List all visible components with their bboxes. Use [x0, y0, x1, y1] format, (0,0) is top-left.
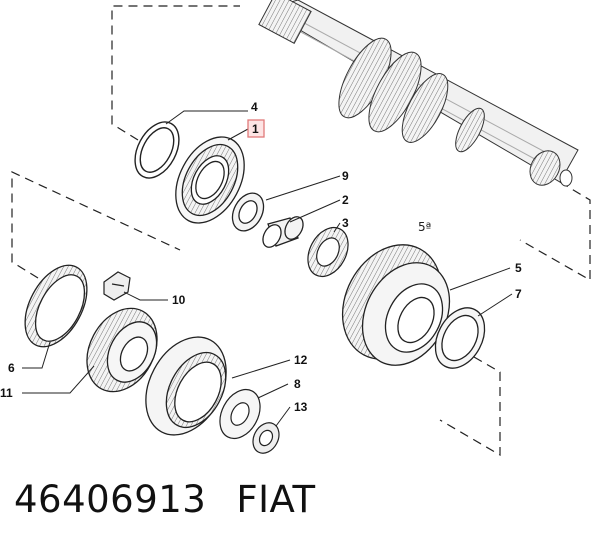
- part-code-footer: 46406913 FIAT: [14, 478, 316, 521]
- fifth-speed-gear: [341, 244, 451, 366]
- needle-bearing: [307, 226, 349, 278]
- ball-bearing: [175, 136, 245, 224]
- callout-5: 5: [515, 261, 522, 275]
- synchro-ring: [24, 264, 88, 348]
- gear-mark: 5ª: [418, 220, 431, 234]
- callout-11: 11: [0, 386, 13, 400]
- synchro-hub: [86, 307, 158, 393]
- lock-plate: [219, 388, 261, 440]
- callout-1: 1: [252, 122, 259, 136]
- callout-10: 10: [172, 293, 186, 307]
- sliding-sleeve: [145, 336, 227, 436]
- callout-12: 12: [294, 353, 308, 367]
- callout-6: 6: [8, 361, 15, 375]
- part-number: 46406913: [14, 478, 207, 521]
- gear-washer: [434, 307, 486, 369]
- callout-2: 2: [342, 193, 349, 207]
- callout-13: 13: [294, 400, 308, 414]
- assembly-frame-upper: [111, 5, 591, 282]
- callout-4: 4: [251, 100, 258, 114]
- synchro-key: [103, 271, 131, 301]
- bushing: [262, 216, 304, 248]
- shaft-nut: [252, 422, 280, 454]
- brand-name: FIAT: [236, 478, 316, 521]
- snap-ring: [134, 121, 180, 179]
- callout-7: 7: [515, 287, 522, 301]
- main-shaft: [258, 0, 579, 187]
- leader-lines: [22, 110, 513, 427]
- highlight-box: [247, 119, 265, 138]
- assembly-frame-lower: [11, 171, 501, 457]
- callout-9: 9: [342, 169, 349, 183]
- callout-8: 8: [294, 377, 301, 391]
- thrust-washer: [231, 192, 265, 232]
- callout-3: 3: [342, 216, 349, 230]
